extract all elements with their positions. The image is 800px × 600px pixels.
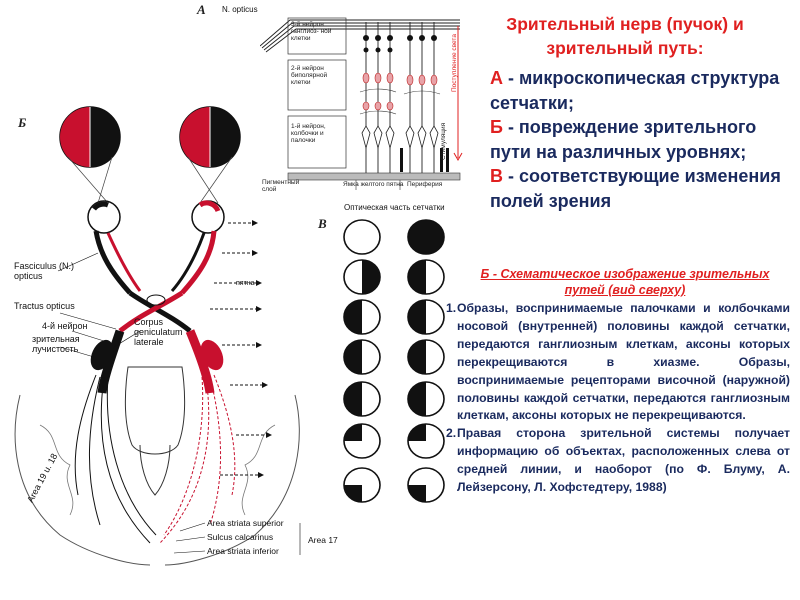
field-row-5 <box>343 381 381 417</box>
field-row-3 <box>343 299 381 335</box>
legend-item-a: А - микроскопическая структура сетчатки; <box>490 68 780 113</box>
layer1-label: 1-й нейрон, колбочки и палочки <box>291 123 326 144</box>
sulcus-label: Sulcus calcarinus <box>207 532 274 542</box>
notes-list: 1.Образы, воспринимаемые палочками и кол… <box>446 300 790 497</box>
lucidity-label: зрительная лучистость <box>32 334 80 354</box>
field-row-4 <box>343 339 381 375</box>
spot-label: пятна <box>236 280 255 287</box>
periphery-label: Периферия <box>407 181 443 188</box>
legend-item-c: В - соответствующие изменения полей зрен… <box>490 166 781 211</box>
field-row-7 <box>343 467 381 503</box>
legend: А - микроскопическая структура сетчатки;… <box>490 66 790 213</box>
diagram-subtitle: Б - Схематическое изображение зрительных… <box>480 267 770 297</box>
stimulation-label: Стимуляция <box>440 122 447 160</box>
fovea-label: Ямка желтого пятна <box>343 181 404 188</box>
panel-b-letter: Б <box>18 115 27 130</box>
visual-fields-header: Оптическая часть сетчатки <box>344 203 445 212</box>
neuron4-label: 4-й нейрон <box>42 321 88 331</box>
retina-microstructure <box>260 17 463 190</box>
visual-pathway-diagram <box>14 106 301 566</box>
striata-sup-label: Area striata superior <box>207 518 284 528</box>
tractus-label: Tractus opticus <box>14 301 75 311</box>
fasciculus-label: Fasciculus (N.) opticus <box>14 261 75 281</box>
layer3-label: 3-й нейрон ганглиоз- ной клетки <box>291 21 332 42</box>
legend-item-b: Б - повреждение зрительного пути на разл… <box>490 117 757 162</box>
panel-c-letter: В <box>318 216 327 231</box>
page-title: Зрительный нерв (пучок) и зрительный пут… <box>506 14 744 58</box>
n-opticus-label: N. opticus <box>222 5 258 14</box>
visual-field-defects <box>343 219 445 503</box>
area17-label: Area 17 <box>308 535 338 545</box>
pigment-label: Пигментный слой <box>262 179 300 193</box>
note-item: 2.Правая сторона зрительной системы полу… <box>446 426 790 495</box>
left-eye <box>59 106 121 168</box>
layer2-label: 2-й нейрон биполярной клетки <box>291 65 328 86</box>
field-row-1 <box>343 219 381 255</box>
field-row-6 <box>343 423 381 459</box>
light-label: Поступление света <box>451 34 458 92</box>
note-item: 1.Образы, воспринимаемые палочками и кол… <box>446 301 790 423</box>
field-row-2 <box>343 259 381 295</box>
panel-a-letter: А <box>197 2 206 17</box>
right-eye <box>179 106 241 168</box>
striata-inf-label: Area striata inferior <box>207 546 279 556</box>
corpus-label: Corpus geniculatum laterale <box>134 317 183 347</box>
